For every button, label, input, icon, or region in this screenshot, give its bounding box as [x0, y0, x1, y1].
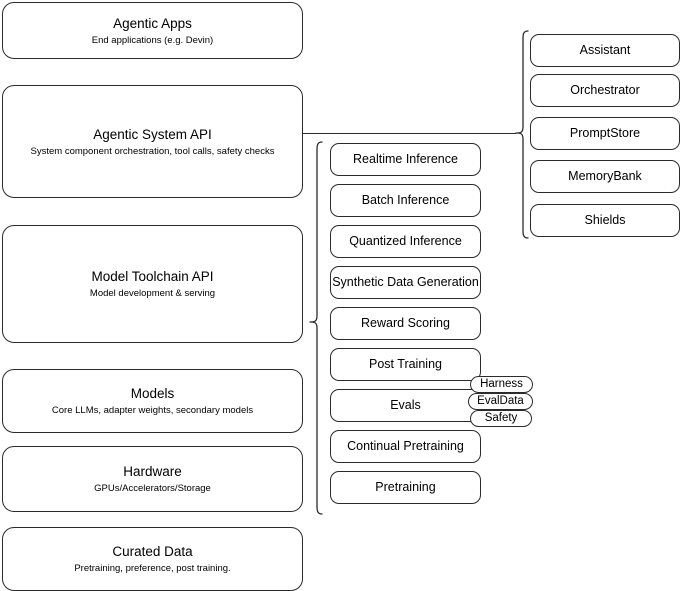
layer-box-models[interactable]: Models Core LLMs, adapter weights, secon…: [2, 369, 303, 433]
component-label: Post Training: [369, 357, 442, 371]
layer-title: Models: [130, 386, 175, 401]
layer-box-curated-data[interactable]: Curated Data Pretraining, preference, po…: [2, 527, 303, 591]
component-label: Realtime Inference: [353, 152, 458, 166]
component-box-evals[interactable]: Evals: [330, 389, 481, 422]
system-component-label: PromptStore: [569, 126, 641, 140]
layer-subtitle: Model development & serving: [89, 288, 216, 299]
layer-title: Curated Data: [112, 544, 193, 559]
system-component-box-orchestrator[interactable]: Orchestrator: [530, 74, 680, 107]
system-component-label: Assistant: [579, 43, 631, 57]
component-box-continual-pretraining[interactable]: Continual Pretraining: [330, 430, 481, 463]
component-label: Continual Pretraining: [347, 439, 464, 453]
layer-subtitle: Core LLMs, adapter weights, secondary mo…: [51, 405, 254, 416]
component-label: Quantized Inference: [349, 234, 462, 248]
component-box-pretraining[interactable]: Pretraining: [330, 471, 481, 504]
component-box-realtime-inference[interactable]: Realtime Inference: [330, 143, 481, 176]
system-component-box-assistant[interactable]: Assistant: [530, 34, 680, 67]
layer-subtitle: GPUs/Accelerators/Storage: [94, 483, 211, 494]
component-box-quantized-inference[interactable]: Quantized Inference: [330, 225, 481, 258]
component-label: Evals: [390, 398, 421, 412]
system-component-label: Shields: [584, 213, 626, 227]
eval-badge-harness[interactable]: Harness: [470, 376, 533, 393]
layer-box-hardware[interactable]: Hardware GPUs/Accelerators/Storage: [2, 446, 303, 512]
component-label: Pretraining: [375, 480, 436, 494]
layer-subtitle: Pretraining, preference, post training.: [74, 563, 231, 574]
eval-badge-evaldata[interactable]: EvalData: [468, 393, 533, 410]
brace-model-toolchain: [309, 141, 323, 515]
layer-box-agentic-apps[interactable]: Agentic Apps End applications (e.g. Devi…: [2, 2, 303, 59]
component-box-batch-inference[interactable]: Batch Inference: [330, 184, 481, 217]
system-component-box-shields[interactable]: Shields: [530, 204, 680, 237]
layer-title: Agentic System API: [93, 126, 212, 142]
system-component-label: Orchestrator: [570, 83, 640, 97]
layer-title: Agentic Apps: [113, 15, 192, 31]
layer-subtitle: System component orchestration, tool cal…: [30, 145, 275, 157]
connector-line-agentic-system-api: [303, 133, 516, 135]
component-label: Batch Inference: [361, 193, 450, 207]
eval-badge-label: EvalData: [477, 394, 524, 407]
layer-box-agentic-system-api[interactable]: Agentic System API System component orch…: [2, 85, 303, 198]
system-component-label: MemoryBank: [568, 169, 642, 183]
component-box-synthetic-data-generation[interactable]: Synthetic Data Generation: [330, 266, 481, 299]
component-box-reward-scoring[interactable]: Reward Scoring: [330, 307, 481, 340]
eval-badge-label: Harness: [480, 377, 523, 390]
eval-badge-label: Safety: [484, 411, 518, 424]
layer-title: Hardware: [123, 464, 182, 479]
component-label: Reward Scoring: [361, 316, 450, 330]
system-component-box-memorybank[interactable]: MemoryBank: [530, 160, 680, 193]
layer-title: Model Toolchain API: [91, 269, 214, 284]
eval-badge-safety[interactable]: Safety: [470, 410, 532, 427]
component-label: Synthetic Data Generation: [332, 275, 479, 289]
component-box-post-training[interactable]: Post Training: [330, 348, 481, 381]
layer-box-model-toolchain-api[interactable]: Model Toolchain API Model development & …: [2, 225, 303, 343]
system-component-box-promptstore[interactable]: PromptStore: [530, 117, 680, 150]
brace-agentic-system: [515, 30, 529, 239]
layer-subtitle: End applications (e.g. Devin): [91, 34, 214, 46]
